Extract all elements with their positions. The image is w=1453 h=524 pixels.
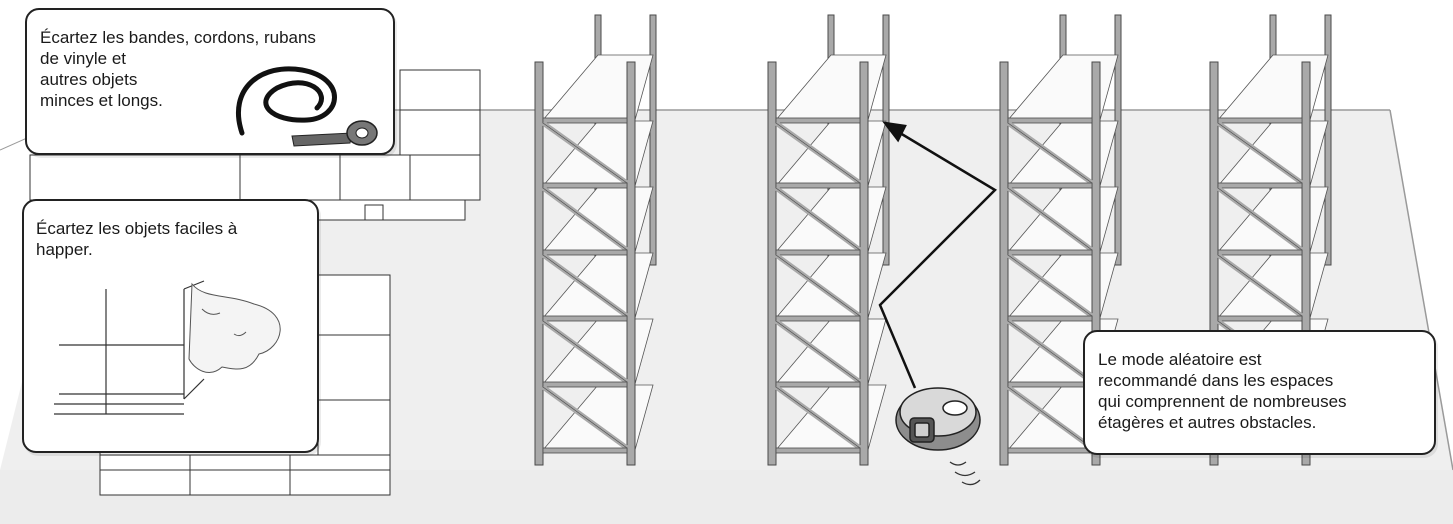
callout-snag-objects: Écartez les objets faciles à happer. [22,199,319,453]
plastic-sheet-on-pallet-icon [44,279,294,429]
callout-snag-text: Écartez les objets faciles à happer. [36,218,237,260]
callout-random-mode-text: Le mode aléatoire est recommandé dans le… [1098,349,1347,433]
callout-random-mode: Le mode aléatoire est recommandé dans le… [1083,330,1436,455]
callout-cords: Écartez les bandes, cordons, rubans de v… [25,8,395,155]
coiled-cord-and-tape-icon [222,48,382,148]
